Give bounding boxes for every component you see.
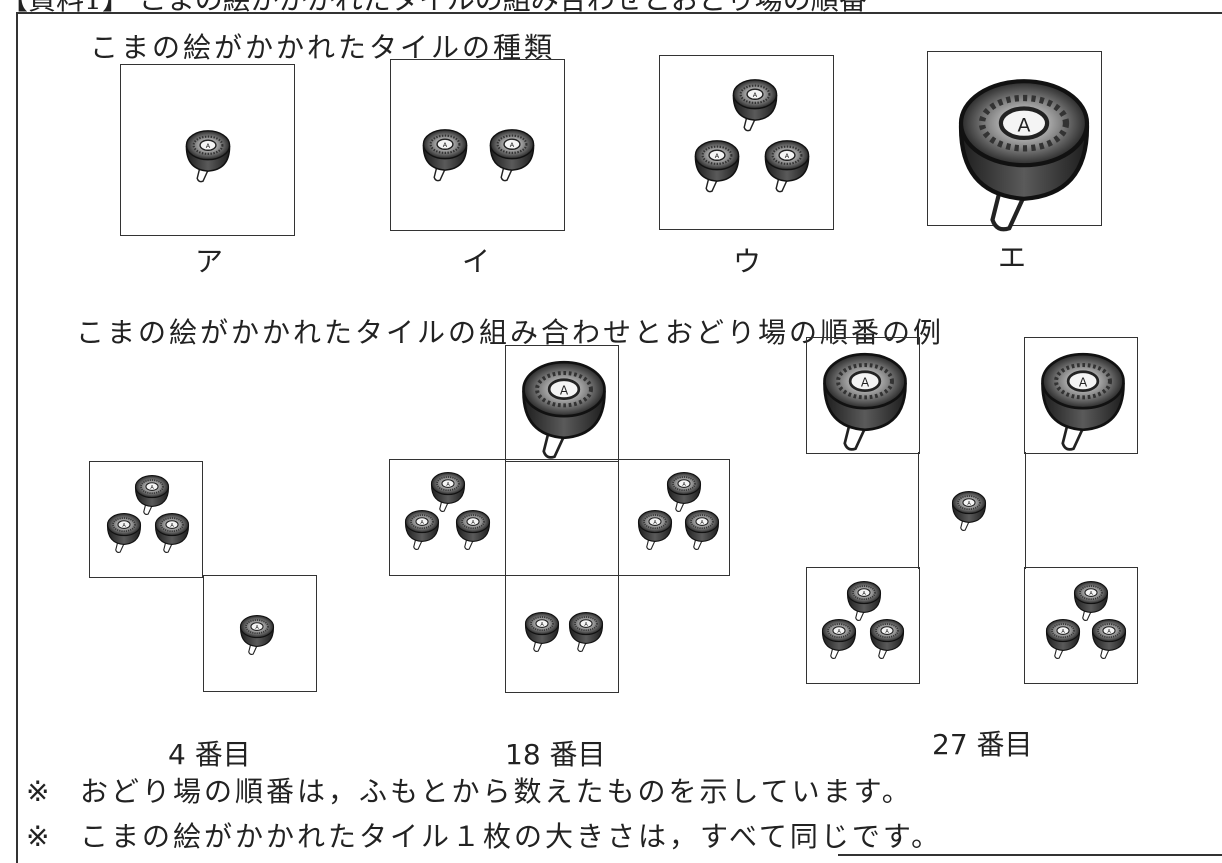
spinning-top-icon xyxy=(404,509,440,551)
section1-heading: こまの絵がかかれたタイルの種類 xyxy=(90,31,556,64)
spinning-top-icon xyxy=(106,512,142,554)
spinning-top-icon xyxy=(430,471,466,513)
spinning-top-icon xyxy=(951,490,987,532)
spinning-top-icon xyxy=(764,139,810,193)
tile-row-18 xyxy=(389,459,730,576)
note-mark: ※ xyxy=(26,775,50,808)
note-mark: ※ xyxy=(26,820,50,853)
note-2: ※ こまの絵がかかれたタイル１枚の大きさは，すべて同じです。 xyxy=(26,815,942,855)
spinning-top-icon xyxy=(865,392,866,393)
note-text: おどり場の順番は，ふもとから数えたものを示しています。 xyxy=(80,775,913,808)
spinning-top-icon xyxy=(185,129,231,183)
example-caption-18: 18 番目 xyxy=(505,738,606,771)
spinning-top-icon xyxy=(1083,392,1084,393)
spinning-top-icon xyxy=(564,400,565,401)
spinning-top-icon xyxy=(1091,618,1127,660)
tile-e xyxy=(927,51,1102,226)
spinning-top-icon xyxy=(524,611,560,653)
spinning-top-icon xyxy=(846,580,882,622)
tile-a xyxy=(120,64,295,236)
spinning-top-icon xyxy=(666,471,702,513)
tile-u-small xyxy=(806,567,920,684)
spinning-top-icon xyxy=(568,611,604,653)
spinning-top-icon xyxy=(684,509,720,551)
tile-label-e: エ xyxy=(998,241,1027,274)
note-1: ※ おどり場の順番は，ふもとから数えたものを示しています。 xyxy=(26,770,913,810)
example-caption-4: 4 番目 xyxy=(168,738,251,771)
tile-empty-center xyxy=(505,459,619,576)
tile-e-small xyxy=(806,337,920,454)
tile-label-a: ア xyxy=(195,245,224,278)
tile-e-small xyxy=(505,345,619,462)
spinning-top-icon xyxy=(134,474,170,516)
spinning-top-icon xyxy=(154,512,190,554)
spinning-top-icon xyxy=(455,509,491,551)
example-caption-27: 27 番目 xyxy=(932,728,1033,761)
clipped-header-strip: 【資料1】 こまの絵がかかれたタイルの組み合わせとおどり場の順番 xyxy=(0,0,1222,12)
spinning-top-icon xyxy=(821,618,857,660)
spinning-top-icon xyxy=(422,128,468,182)
spinning-top-icon xyxy=(694,139,740,193)
spinning-top-icon xyxy=(1045,618,1081,660)
spinning-top-icon xyxy=(1024,140,1025,141)
spinning-top-icon xyxy=(489,128,535,182)
tile-i xyxy=(390,59,565,231)
spinning-top-icon xyxy=(239,614,275,656)
tile-u-small xyxy=(89,461,203,578)
document-frame xyxy=(16,12,1222,863)
tile-u xyxy=(659,55,834,230)
section2-heading: こまの絵がかかれたタイルの組み合わせとおどり場の順番の例 xyxy=(76,316,945,349)
tile-a-small xyxy=(203,575,317,692)
spinning-top-icon xyxy=(869,618,905,660)
tile-label-i: イ xyxy=(462,245,491,278)
tile-label-u: ウ xyxy=(733,245,762,278)
spinning-top-icon xyxy=(1073,580,1109,622)
tile-e-small xyxy=(1024,337,1138,454)
tile-u-small xyxy=(1024,567,1138,684)
tile-a-center xyxy=(918,452,1026,569)
note-text: こまの絵がかかれたタイル１枚の大きさは，すべて同じです。 xyxy=(80,820,943,853)
clipped-title: 【資料1】 こまの絵がかかれたタイルの組み合わせとおどり場の順番 xyxy=(0,0,867,12)
tile-i-small xyxy=(505,576,619,693)
frame-bottom-edge xyxy=(838,854,1222,856)
spinning-top-icon xyxy=(637,509,673,551)
spinning-top-icon xyxy=(732,78,778,132)
